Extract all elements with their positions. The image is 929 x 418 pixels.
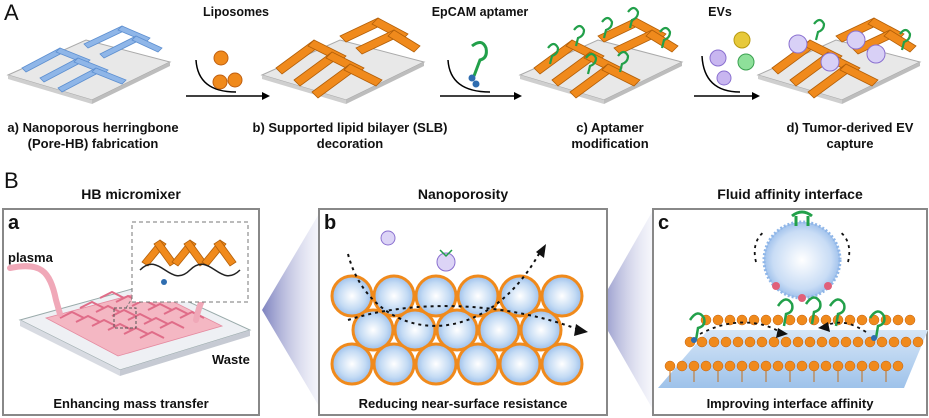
box-c-letter: c [658, 212, 670, 234]
box-a-title: HB micromixer [81, 186, 181, 202]
plasma-tube [7, 263, 63, 317]
step-b-label: b) Supported lipid bilayer (SLB) decorat… [252, 120, 448, 151]
captured-ev [762, 220, 842, 300]
liposome-icon [213, 50, 229, 66]
ev-particle-icon [380, 230, 396, 246]
box-b-title: Nanoporosity [417, 186, 509, 202]
aptamer-icon [468, 41, 488, 88]
plasma-label: plasma [8, 250, 53, 265]
arrow-label-aptamer: EpCAM aptamer [431, 5, 529, 19]
ev-icon [733, 31, 751, 49]
box-a-caption: Enhancing mass transfer [53, 396, 209, 411]
aptamers [688, 296, 886, 341]
box-b-letter: b [324, 212, 337, 234]
panel-a-letter: A [4, 0, 19, 25]
step-c-label: c) Aptamer modification [571, 120, 649, 151]
sphere-array [330, 274, 584, 386]
lipid-heads [664, 314, 924, 372]
waste-label: Waste [212, 352, 250, 367]
panel-b-letter: B [4, 168, 19, 193]
box-b-caption: Reducing near-surface resistance [358, 396, 568, 411]
box-c-title: Fluid affinity interface [717, 186, 863, 202]
arrow-label-liposomes: Liposomes [203, 5, 269, 19]
arrow-label-evs: EVs [708, 5, 732, 19]
step-d-label: d) Tumor-derived EV capture [786, 120, 914, 151]
box-c-caption: Improving interface affinity [706, 396, 874, 411]
box-a-letter: a [8, 212, 20, 234]
step-a-label: a) Nanoporous herringbone (Pore-HB) fabr… [7, 120, 179, 151]
